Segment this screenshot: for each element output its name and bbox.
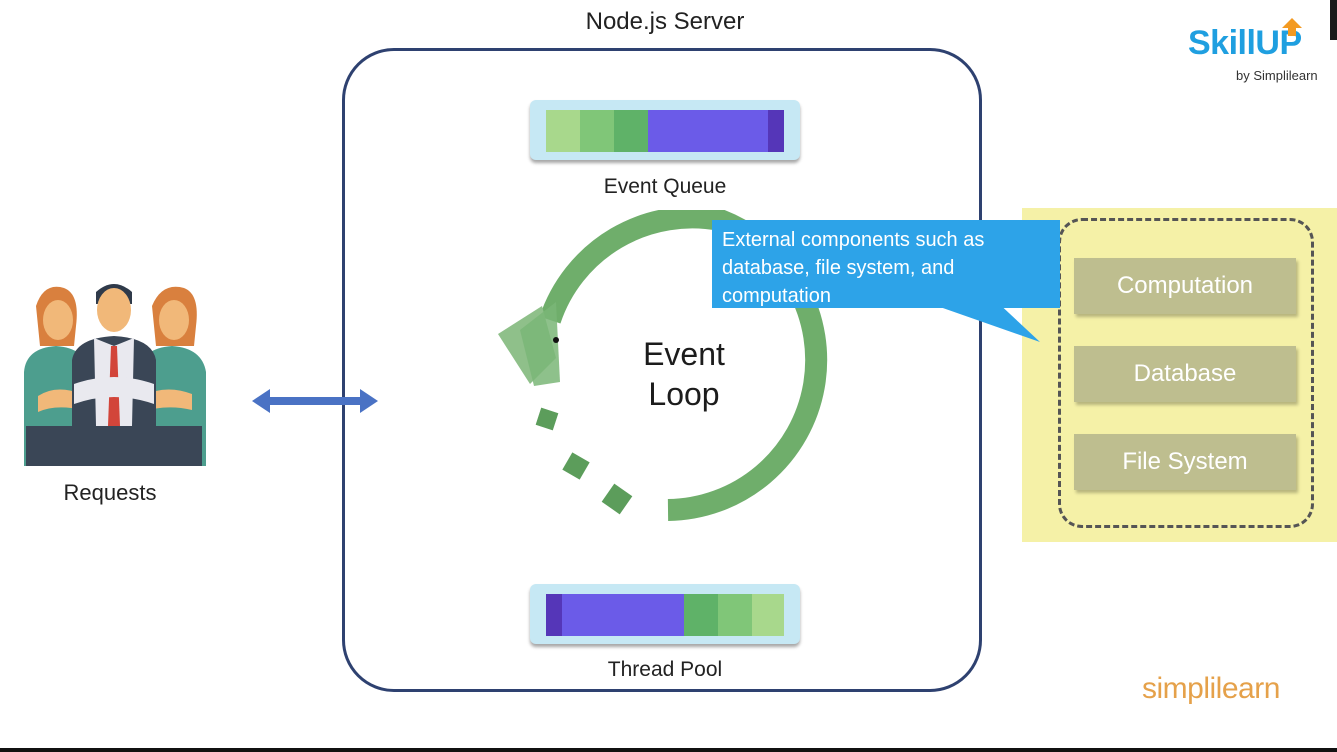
- loop-dot: [601, 483, 633, 515]
- callout-bubble: External components such as database, fi…: [712, 220, 1060, 308]
- bottom-border: [0, 748, 1337, 752]
- event-queue-bar: [530, 100, 800, 160]
- bidirectional-arrow: [252, 389, 378, 413]
- database-box: Database: [1074, 346, 1296, 402]
- pool-segment: [718, 594, 752, 636]
- window-edge: [1330, 0, 1337, 40]
- queue-segment: [614, 110, 648, 152]
- file-system-box: File System: [1074, 434, 1296, 490]
- computation-box: Computation: [1074, 258, 1296, 314]
- pool-segment: [684, 594, 718, 636]
- pool-segment: [562, 594, 684, 636]
- skillup-logo: SkillUP: [1188, 24, 1302, 62]
- thread-pool-bar: [530, 584, 800, 644]
- queue-segment: [768, 110, 784, 152]
- callout-pointer: [920, 300, 1040, 342]
- queue-segment: [580, 110, 614, 152]
- simplilearn-logo: simplilearn: [1142, 672, 1280, 705]
- up-arrow-icon: [1282, 18, 1302, 36]
- requests-people-icon: [24, 284, 206, 466]
- pool-segment: [546, 594, 562, 636]
- loop-dot: [535, 407, 559, 431]
- server-title: Node.js Server: [585, 8, 745, 35]
- thread-pool-label: Thread Pool: [607, 658, 723, 681]
- pool-segment: [752, 594, 784, 636]
- event-loop-label: Event Loop: [604, 334, 764, 414]
- queue-segment: [546, 110, 580, 152]
- queue-segment: [648, 110, 768, 152]
- event-queue-label: Event Queue: [603, 175, 727, 198]
- external-components-border: [1058, 218, 1314, 528]
- event-loop-line2: Loop: [648, 376, 720, 412]
- requests-label: Requests: [63, 480, 157, 505]
- loop-dot: [562, 452, 590, 480]
- event-loop-line1: Event: [643, 336, 725, 372]
- by-simplilearn-text: by Simplilearn: [1236, 68, 1318, 83]
